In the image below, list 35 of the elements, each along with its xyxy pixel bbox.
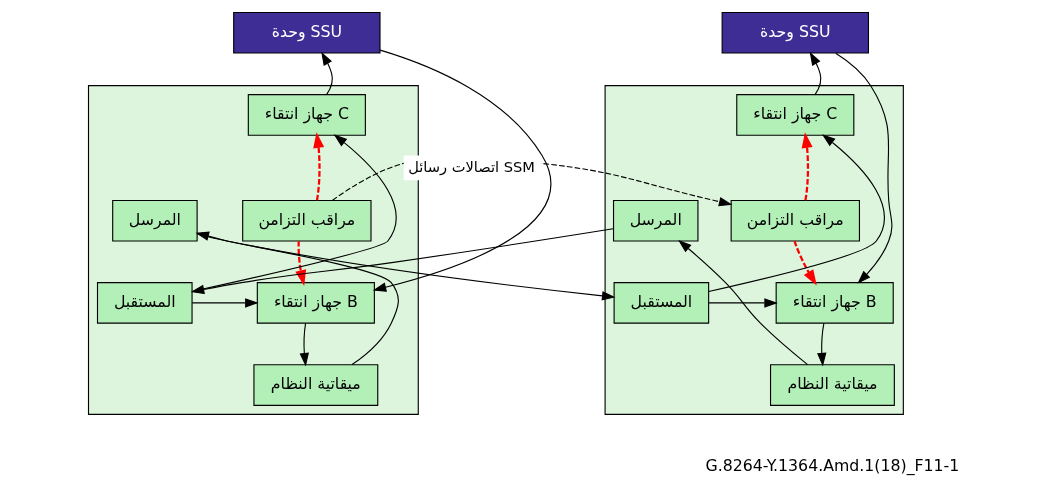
label: G.8264-Y.1364.Amd.1(18)_F11-1 [705, 456, 960, 476]
arrow [191, 134, 397, 293]
arrow [708, 298, 778, 308]
node-box: وحدة SSU [721, 11, 869, 54]
arrow [321, 51, 333, 96]
arrow [190, 228, 614, 295]
arrow [196, 233, 616, 301]
node-box: جهاز انتقاء B [775, 282, 894, 324]
node-box: مراقب التزامن [242, 199, 372, 242]
arrow [793, 240, 817, 286]
edge-label: اتصالات رسائل SSM [408, 157, 535, 175]
arrow [708, 134, 885, 293]
node-box: وحدة SSU [233, 11, 381, 54]
arrow [809, 51, 822, 96]
arrow [817, 322, 827, 367]
node-box: مراقب التزامن [730, 199, 860, 242]
node-box: ميقاتية النظام [769, 364, 895, 406]
arrow [801, 132, 813, 201]
arrow [295, 241, 307, 286]
node-box: جهاز انتقاء C [736, 94, 855, 136]
arrow [299, 322, 309, 367]
arrow [195, 231, 399, 366]
node-box: المرسل [112, 199, 198, 242]
node-box: المرسل [612, 199, 699, 242]
node-box: المستقبل [96, 282, 193, 324]
arrow [678, 239, 809, 366]
arrow [372, 49, 552, 292]
arrow [191, 298, 259, 308]
arrow [835, 52, 893, 284]
node-box: جهاز انتقاء B [256, 282, 375, 324]
arrow [313, 132, 325, 201]
node-box: جهاز انتقاء C [247, 94, 366, 136]
node-box: ميقاتية النظام [253, 364, 379, 406]
cluster [604, 85, 904, 415]
node-box: المستقبل [613, 282, 710, 324]
